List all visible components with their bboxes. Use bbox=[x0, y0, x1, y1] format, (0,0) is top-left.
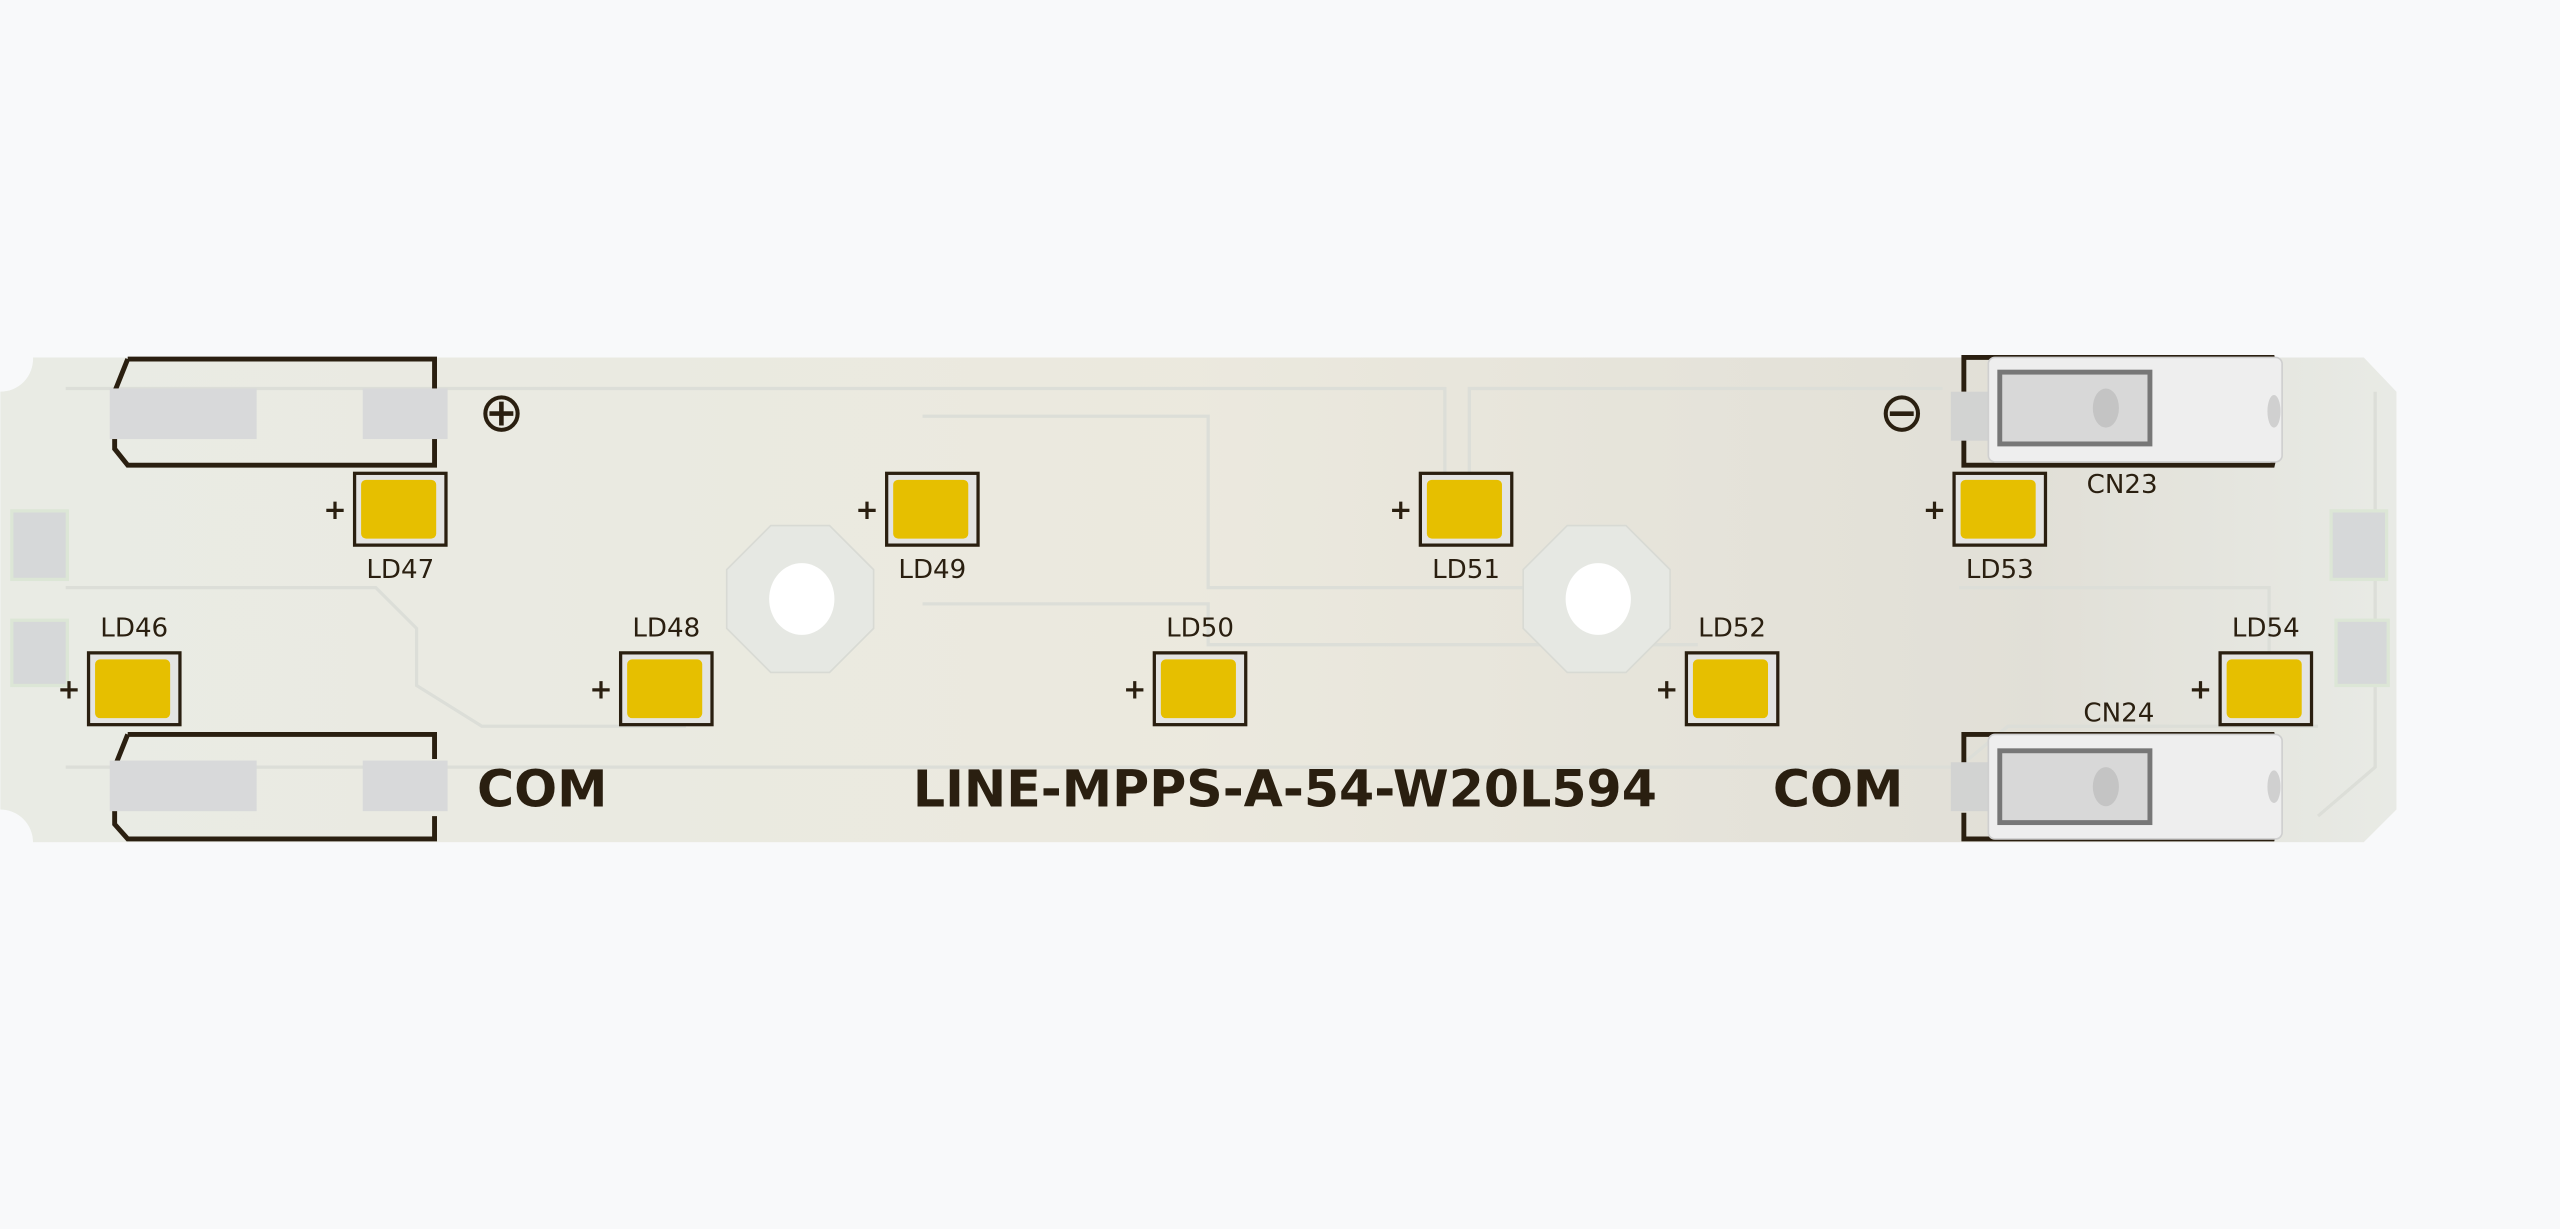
led-label: LD53 bbox=[1966, 555, 2034, 585]
led-emitter bbox=[1426, 479, 1502, 539]
negative-symbol: ⊖ bbox=[1879, 380, 1926, 445]
polarity-mark: + bbox=[1923, 493, 1946, 526]
positive-symbol: ⊕ bbox=[478, 380, 524, 445]
com-label-left: COM bbox=[477, 759, 607, 818]
led-label: LD47 bbox=[366, 555, 434, 585]
polarity-mark: + bbox=[855, 493, 878, 526]
polarity-mark: + bbox=[2189, 673, 2212, 706]
mounting-hole bbox=[725, 524, 875, 674]
connector-cn24 bbox=[1950, 732, 2283, 842]
polarity-mark: + bbox=[1123, 673, 1146, 706]
mounting-hole bbox=[1522, 524, 1671, 674]
led: + LD50 bbox=[1123, 614, 1248, 727]
polarity-mark: + bbox=[57, 673, 80, 706]
led-group: + LD46 + LD47 + LD48 + LD49 + LD50 + LD51 + LD52 + LD53… bbox=[57, 471, 2314, 727]
led: + LD54 bbox=[2189, 614, 2314, 727]
positive-terminal-pads bbox=[109, 356, 448, 468]
edge-pads bbox=[10, 509, 2390, 688]
polarity-mark: + bbox=[1389, 493, 1412, 526]
led-emitter bbox=[627, 659, 703, 719]
led-label: LD51 bbox=[1432, 555, 1500, 585]
led-emitter bbox=[893, 479, 969, 539]
led-label: LD49 bbox=[898, 555, 966, 585]
com-terminal-pads bbox=[109, 732, 448, 842]
led-emitter bbox=[1692, 659, 1769, 719]
led: + LD48 bbox=[589, 614, 714, 727]
led-emitter bbox=[1160, 659, 1236, 719]
polarity-mark: + bbox=[589, 673, 612, 706]
led-label: LD50 bbox=[1166, 614, 1234, 644]
connector-label: CN23 bbox=[2087, 470, 2158, 500]
led-emitter bbox=[95, 659, 171, 719]
polarity-mark: + bbox=[323, 493, 346, 526]
pcb-board bbox=[0, 354, 2397, 843]
led: + LD51 bbox=[1389, 471, 1514, 585]
led: + LD46 bbox=[57, 614, 182, 727]
led-label: LD52 bbox=[1698, 614, 1766, 644]
led-label: LD54 bbox=[2232, 614, 2300, 644]
part-number: LINE-MPPS-A-54-W20L594 bbox=[913, 759, 1657, 818]
led: + LD53 bbox=[1923, 471, 2048, 585]
com-label-right: COM bbox=[1773, 759, 1903, 818]
connector-label: CN24 bbox=[2083, 698, 2154, 728]
led: + LD52 bbox=[1655, 614, 1780, 727]
connector-cn23 bbox=[1950, 354, 2283, 468]
led-emitter bbox=[2226, 659, 2302, 719]
led-label: LD48 bbox=[632, 614, 700, 644]
led-emitter bbox=[361, 479, 437, 539]
led: + LD49 bbox=[855, 471, 980, 585]
led-emitter bbox=[1960, 479, 2036, 539]
polarity-mark: + bbox=[1655, 673, 1678, 706]
led-label: LD46 bbox=[100, 614, 168, 644]
led: + LD47 bbox=[323, 471, 448, 585]
